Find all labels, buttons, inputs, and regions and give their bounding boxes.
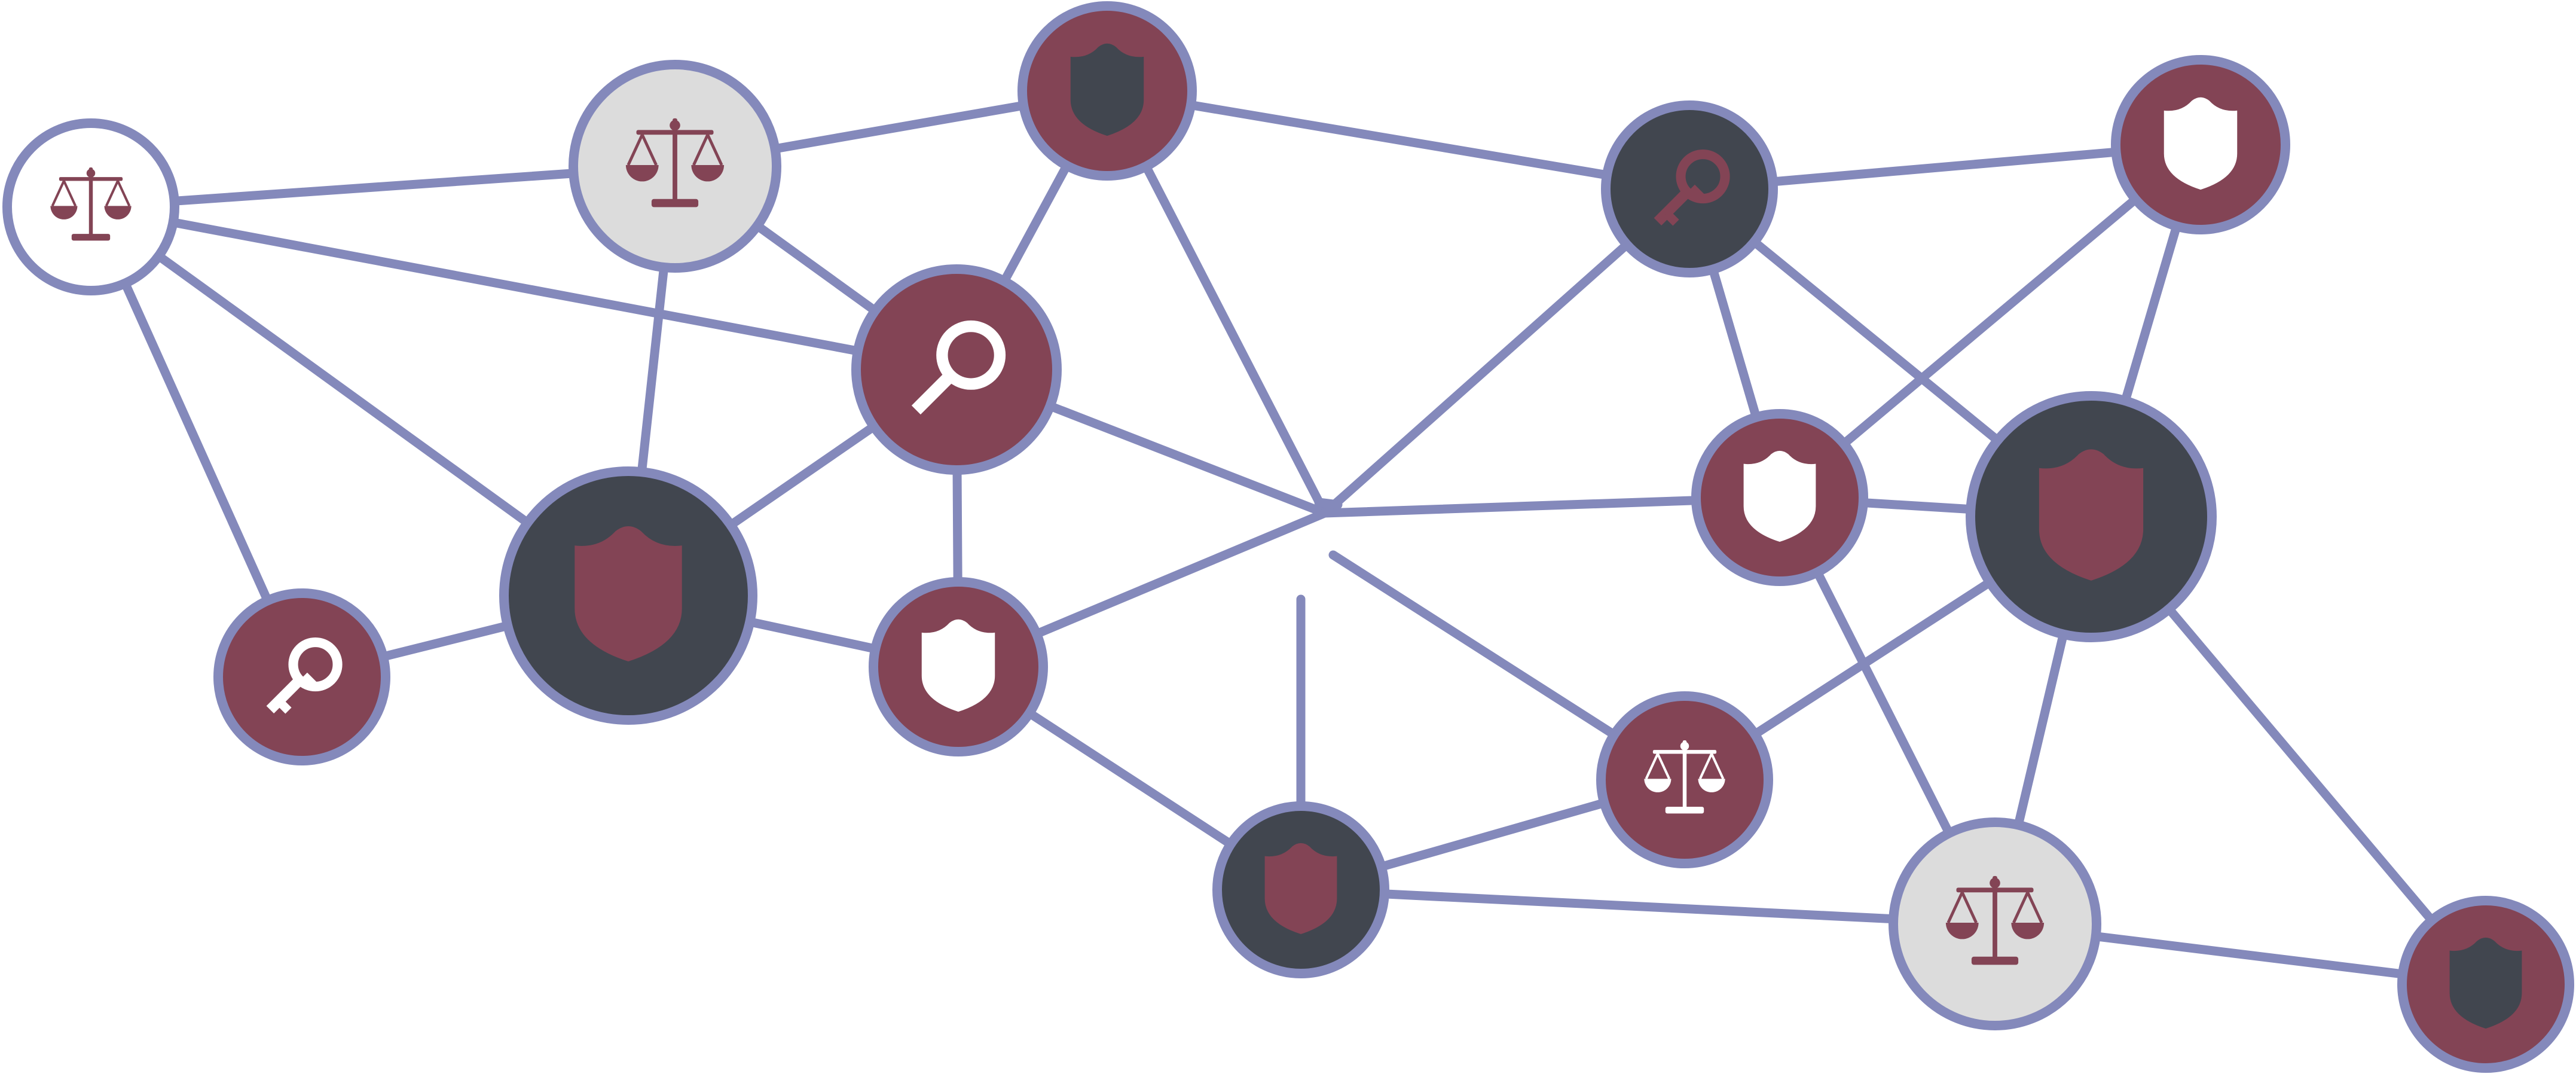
edge-n8-n14 <box>1296 885 2000 929</box>
shield-icon <box>2039 449 2144 581</box>
node-n11 <box>1691 409 1868 586</box>
node-circle <box>851 264 1062 475</box>
node-n12 <box>2111 55 2290 234</box>
node-n13 <box>1966 391 2217 642</box>
shield-icon <box>921 619 995 712</box>
shield-icon <box>2164 97 2238 190</box>
node-n10 <box>1601 100 1778 277</box>
node-n7 <box>869 577 1048 756</box>
shield-icon <box>1743 450 1816 542</box>
node-n14 <box>1889 817 2101 1030</box>
node-n15 <box>2397 896 2574 1073</box>
hub-junction <box>1314 498 1343 509</box>
node-n3 <box>1017 1 1197 181</box>
node-n4 <box>851 264 1062 475</box>
shield-icon <box>1264 843 1337 935</box>
node-n1 <box>2 118 179 295</box>
edge-n3-n10 <box>1102 86 1694 194</box>
shield-icon <box>1070 43 1144 136</box>
node-n2 <box>569 60 781 273</box>
node-n9 <box>1596 691 1773 868</box>
hub-connector <box>1314 498 1343 509</box>
node-n8 <box>1212 801 1389 978</box>
node-n5 <box>213 588 390 765</box>
shield-icon <box>2449 937 2522 1029</box>
shield-icon <box>575 526 682 662</box>
edge-n1-n4 <box>86 202 961 374</box>
node-n6 <box>499 466 757 725</box>
edge-n11-n12 <box>1775 140 2205 502</box>
